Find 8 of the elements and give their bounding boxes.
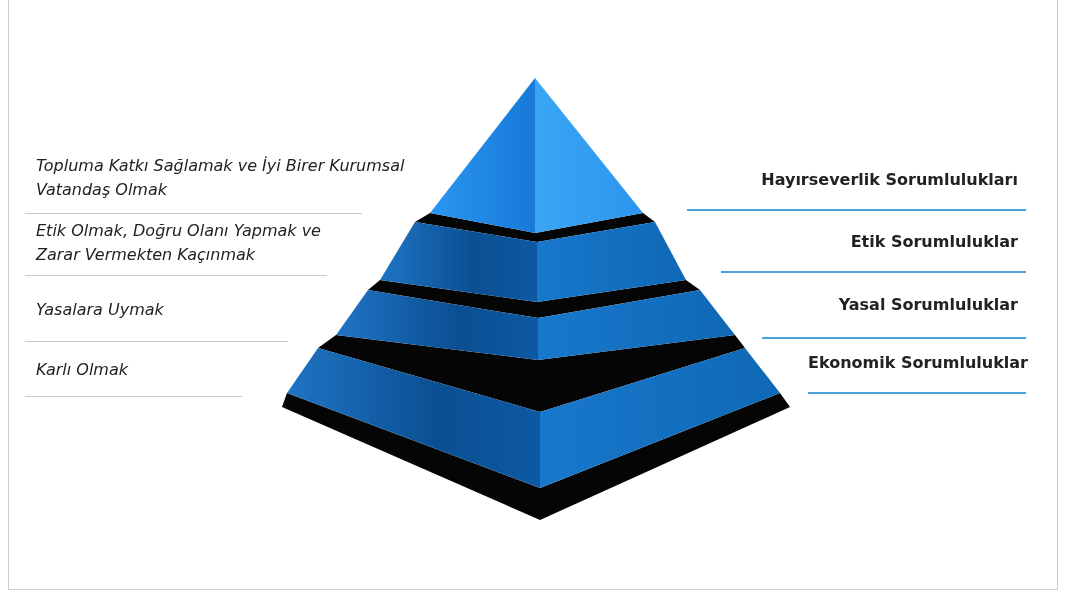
description-text: Karlı Olmak: [36, 359, 129, 381]
description-text: Topluma Katkı Sağlamak ve İyi Birer Kurumsal Vatandaş Olmak: [36, 155, 406, 201]
level-label: Etik Sorumluluklar: [850, 231, 1018, 253]
level-label: Ekonomik Sorumluluklar: [808, 352, 1028, 374]
level-label: Hayırseverlik Sorumlulukları: [761, 169, 1018, 191]
level-label: Yasal Sorumluluklar: [838, 294, 1018, 316]
description-text: Etik Olmak, Doğru Olanı Yapmak ve Zarar Vermekten Kaçınmak: [36, 220, 322, 266]
description-text: Yasalara Uymak: [36, 299, 165, 321]
